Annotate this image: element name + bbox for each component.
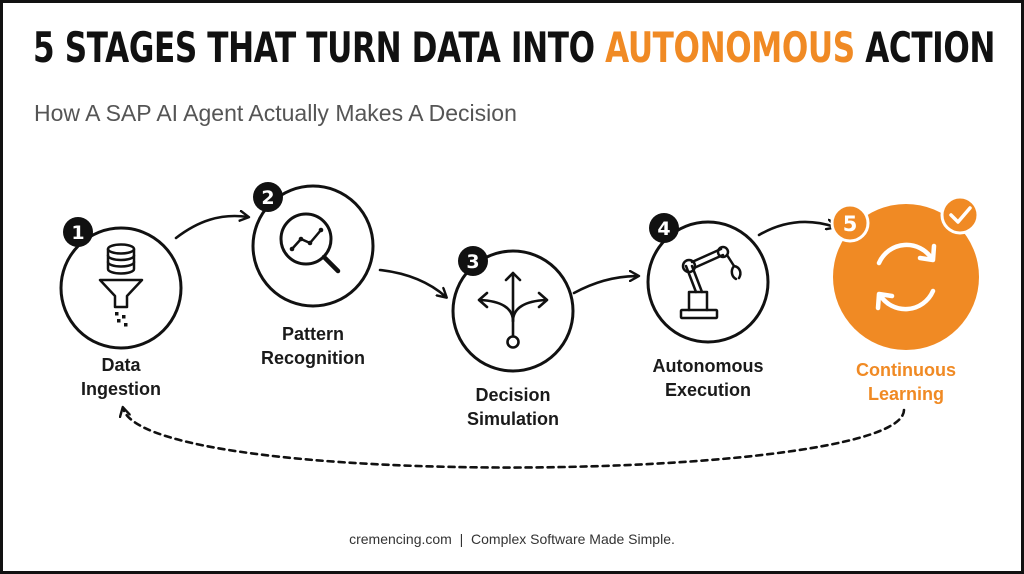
- stage-3-number-badge: [458, 246, 488, 276]
- stage-3-number: 3: [466, 251, 479, 273]
- arrow-1-to-2: [174, 216, 248, 240]
- robot-arm-icon: [679, 245, 742, 320]
- refresh-cycle-icon: [875, 242, 937, 312]
- stage-4-number-badge: [649, 213, 679, 243]
- arrow-3-to-4: [572, 276, 638, 295]
- title-accent-word: AUTONOMOUS: [605, 23, 855, 72]
- check-badge: [940, 195, 980, 235]
- stage-2-label: Pattern Recognition: [261, 324, 365, 368]
- branching-arrows-icon: [477, 271, 549, 349]
- arrow-4-to-5: [757, 222, 835, 237]
- stage-1: 1: [59, 217, 183, 350]
- stage-1-number: 1: [71, 222, 84, 244]
- stage-3: 3: [451, 246, 575, 373]
- stage-1-label: Data Ingestion: [81, 355, 161, 399]
- title-part-2: ACTION: [854, 23, 996, 72]
- footer-text: cremencing.com | Complex Software Made S…: [349, 531, 675, 547]
- stage-5-number: 5: [843, 212, 858, 236]
- stage-5-label: Continuous Learning: [856, 360, 956, 404]
- database-funnel-icon: [98, 243, 144, 309]
- stage-4-label: Autonomous Execution: [652, 356, 764, 400]
- stage-4: 4: [646, 213, 770, 344]
- stage-2-number: 2: [261, 187, 274, 209]
- stage-3-label: Decision Simulation: [466, 385, 559, 429]
- magnifier-chart-icon: [279, 212, 341, 274]
- stage-2-number-badge: [253, 182, 283, 212]
- feedback-loop-arrow: [123, 408, 906, 469]
- data-particles: [115, 312, 128, 327]
- process-diagram: 1 2: [59, 182, 980, 469]
- title-part-1: 5 STAGES THAT TURN DATA INTO: [33, 23, 606, 72]
- stage-2: 2: [251, 182, 375, 308]
- page-subtitle: How A SAP AI Agent Actually Makes A Deci…: [34, 100, 517, 126]
- checkmark-icon: [949, 206, 972, 224]
- page-title: 5 STAGES THAT TURN DATA INTO AUTONOMOUS …: [33, 23, 995, 72]
- stage-5-number-badge: [830, 203, 870, 243]
- stage-1-number-badge: [63, 217, 93, 247]
- stage-4-number: 4: [657, 218, 670, 240]
- stage-5: 5: [830, 195, 980, 350]
- arrow-2-to-3: [378, 268, 446, 297]
